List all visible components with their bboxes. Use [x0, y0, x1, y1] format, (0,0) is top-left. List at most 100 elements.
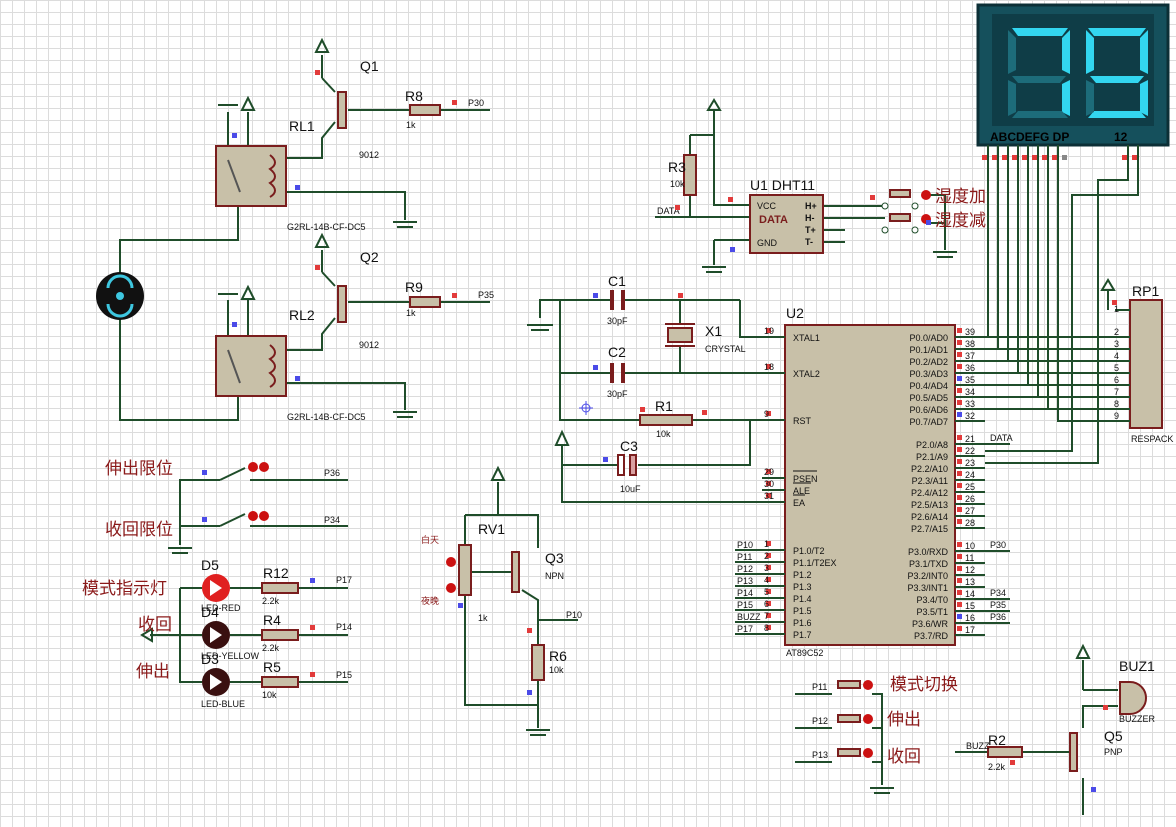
- dht-tminus: T-: [805, 237, 813, 247]
- mcu-right-pin-name: P2.4/A12: [911, 488, 948, 498]
- r4-ref: R4: [263, 612, 281, 628]
- indicator-leds: 模式指示灯 收回 伸出 D5 LED-RED D4 LED-YELLOW D3 …: [82, 557, 352, 709]
- mcu-ref: U2: [786, 305, 804, 321]
- mcu-right-pin-num: 32: [965, 411, 975, 421]
- r2-ref: R2: [988, 732, 1006, 748]
- net-p35-right: P35: [990, 600, 1006, 610]
- respack-part: RESPACK: [1131, 434, 1173, 444]
- button-mode-icon[interactable]: [863, 680, 873, 690]
- net-p34-right: P34: [990, 588, 1006, 598]
- button-hum-up-icon[interactable]: [921, 190, 931, 200]
- mcu-left-net: P11: [737, 552, 752, 562]
- mcu-right-pin-num: 37: [965, 351, 975, 361]
- display-digit-label: 12: [1114, 130, 1128, 144]
- mcu-right-pin-num: 25: [965, 482, 975, 492]
- c1-ref: C1: [608, 273, 626, 289]
- mcu-right-pin-num: 24: [965, 470, 975, 480]
- mcu-right-pin-name: P0.3/AD3: [909, 369, 948, 379]
- mcu-right-pin-name: P3.7/RD: [914, 631, 949, 641]
- net-data-p21: DATA: [990, 433, 1013, 443]
- mcu-right-pin-num: 17: [965, 625, 975, 635]
- mcu-right-pin-name: P0.5/AD5: [909, 393, 948, 403]
- rp-pin-4: 4: [1114, 351, 1119, 361]
- r1-ref: R1: [655, 398, 673, 414]
- light-sensor-circuit: RV1 1k 白天 夜晚 Q3 NPN R6 10k P10: [421, 465, 582, 736]
- mcu-left-pin-num: 4: [764, 575, 769, 585]
- dht-hminus: H-: [805, 213, 815, 223]
- q1-ref: Q1: [360, 58, 379, 74]
- mcu-left-pin-num: 6: [764, 599, 769, 609]
- q5-ref: Q5: [1104, 728, 1123, 744]
- mcu-right-pin-name: P3.3/INT1: [907, 583, 948, 593]
- dht-data-pin: DATA: [759, 214, 788, 226]
- net-p34: P34: [324, 515, 340, 525]
- dht11-sensor: R3 10k DATA U1 DHT11 VCC DATA GND H+ H- …: [655, 98, 986, 273]
- label-retract: 收回: [887, 747, 921, 766]
- c3-ref: C3: [620, 438, 638, 454]
- mcu-right-pin-num: 14: [965, 589, 975, 599]
- mcu-right-pin-name: P2.2/A10: [911, 464, 948, 474]
- mcu-right-pin-num: 27: [965, 506, 975, 516]
- mcu-right-pins: 39P0.0/AD038P0.1/AD137P0.2/AD236P0.3/AD3…: [907, 327, 1010, 641]
- rp-pin-5: 5: [1114, 363, 1119, 373]
- q3-ref: Q3: [545, 550, 564, 566]
- button-extend-icon[interactable]: [863, 714, 873, 724]
- mcu-right-pin-num: 10: [965, 541, 975, 551]
- mcu-right-pin-name: P3.0/RXD: [908, 547, 949, 557]
- relay-motor-section: Q1 9012 RL1 G2RL-14B-CF-DC5 R8 1k P30 Q2…: [96, 37, 494, 422]
- mcu-right-pin-num: 35: [965, 375, 975, 385]
- d4-ref: D4: [201, 604, 219, 620]
- control-buttons: P11 P12 P13 模式切换 伸出 收回: [795, 675, 958, 794]
- mcu-right-pin-num: 12: [965, 565, 975, 575]
- net-p13: P13: [812, 750, 828, 760]
- mcu-right-pin-num: 28: [965, 518, 975, 528]
- mcu-right-pin-name: P2.5/A13: [911, 500, 948, 510]
- r6-value: 10k: [549, 665, 564, 675]
- c1-value: 30pF: [607, 316, 628, 326]
- mcu-left-pin-num: 8: [764, 623, 769, 633]
- mcu-right-pin-num: 38: [965, 339, 975, 349]
- net-p11: P11: [812, 682, 827, 692]
- display-bus-wires: [960, 145, 1139, 464]
- d5-part: LED-RED: [201, 603, 241, 613]
- mcu-right-pin-name: P0.6/AD6: [909, 405, 948, 415]
- d3-ref: D3: [201, 651, 219, 667]
- mcu-left-pin-name: P1.1/T2EX: [793, 558, 837, 568]
- mcu-right-pin-name: P3.6/WR: [912, 619, 949, 629]
- mcu-right-pin-num: 36: [965, 363, 975, 373]
- resistor-pack: RP1 RESPACK 1 2 3 4 5 6 7 8 9: [1100, 278, 1173, 444]
- seven-segment-display: 79 ABCDEFG DP 12: [976, 3, 1170, 160]
- net-p17: P17: [336, 575, 352, 585]
- mcu-left-pin-num: 19: [764, 326, 774, 336]
- mcu-right-pin-name: P2.0/A8: [916, 440, 948, 450]
- dht-gnd-pin: GND: [757, 238, 778, 248]
- c2-ref: C2: [608, 344, 626, 360]
- mcu-right-pin-name: P0.7/AD7: [909, 417, 948, 427]
- label-ext-limit: 伸出限位: [105, 459, 173, 478]
- mcu-right-pin-num: 16: [965, 613, 975, 623]
- mcu-left-pin-name: XTAL1: [793, 333, 820, 343]
- label-hum-up: 湿度加: [935, 187, 986, 206]
- rp-pin-3: 3: [1114, 339, 1119, 349]
- rp-pin-8: 8: [1114, 399, 1119, 409]
- r6-ref: R6: [549, 648, 567, 664]
- rl1-ref: RL1: [289, 118, 315, 134]
- mcu-left-net: P10: [737, 540, 753, 550]
- oscillator-reset: C1 30pF C2 30pF X1 CRYSTAL R1 10k C3 10u…: [527, 273, 785, 503]
- rl1-part: G2RL-14B-CF-DC5: [287, 222, 366, 232]
- net-p30-right: P30: [990, 540, 1006, 550]
- label-day: 白天: [421, 534, 439, 546]
- mcu-left-pin-name: RST: [793, 416, 812, 426]
- button-retract-icon[interactable]: [863, 748, 873, 758]
- buzzer-circuit: BUZ1 BUZZER Q5 PNP R2 2.2k BUZZ: [955, 643, 1156, 815]
- label-night: 夜晚: [421, 595, 439, 607]
- d3-part: LED-BLUE: [201, 699, 245, 709]
- mcu-right-pin-num: 11: [965, 553, 974, 563]
- mcu-right-pin-num: 23: [965, 458, 975, 468]
- mcu-right-pin-name: P2.7/A15: [911, 524, 948, 534]
- mcu-right-pin-name: P3.2/INT0: [907, 571, 948, 581]
- r3-ref: R3: [668, 159, 686, 175]
- label-hum-down: 湿度减: [935, 211, 986, 230]
- dht-tplus: T+: [805, 225, 816, 235]
- mcu-right-pin-num: 13: [965, 577, 975, 587]
